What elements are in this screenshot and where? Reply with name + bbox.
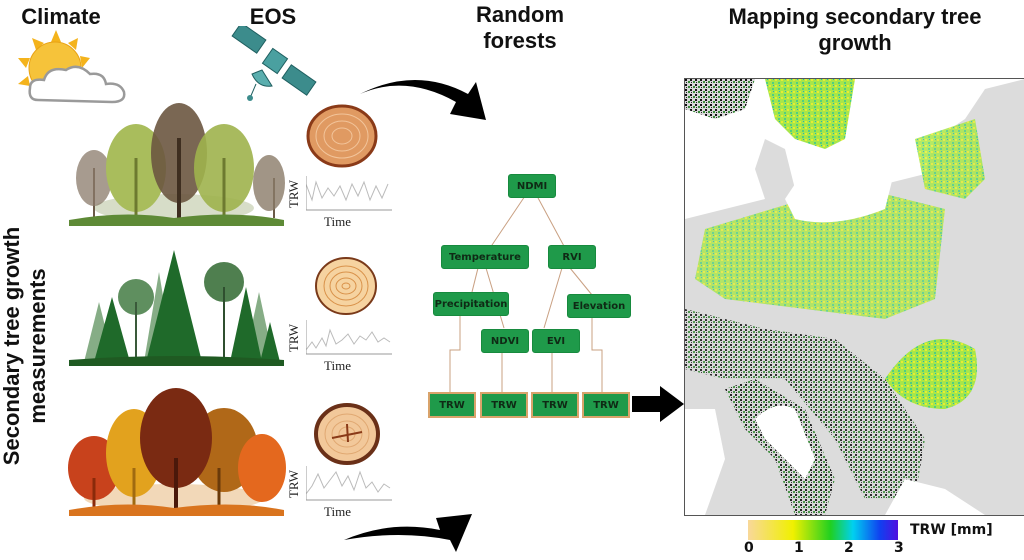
side-title-line2: measurements (25, 268, 50, 424)
curved-arrow-icon (344, 514, 472, 552)
tree-ring-disc (306, 104, 378, 168)
trw-axis-label: TRW (286, 323, 302, 353)
tree-node-precipitation: Precipitation (433, 292, 509, 316)
trw-plot: TRW Time (286, 316, 396, 376)
tree-node-temperature: Temperature (441, 245, 529, 269)
tree-leaf-trw: TRW (531, 392, 579, 418)
mapping-title-line1: Mapping secondary tree (728, 4, 982, 29)
climate-title: Climate (21, 4, 101, 29)
eos-title: EOS (249, 4, 297, 29)
trw-map (684, 78, 1024, 516)
trw-plot: TRW Time (286, 172, 396, 232)
curved-arrow-icon (360, 80, 486, 120)
tree-leaf-trw: TRW (480, 392, 528, 418)
time-axis-label: Time (324, 504, 351, 519)
sun-cloud-icon (18, 30, 126, 104)
decision-tree-edges (449, 195, 603, 392)
tree-ring-disc (315, 257, 377, 315)
tree-leaf-trw: TRW (582, 392, 630, 418)
trw-series-line (306, 466, 392, 501)
tree-node-root: NDMI (508, 174, 556, 198)
mapping-title-line2: growth (818, 30, 892, 55)
legend-tick: 2 (844, 540, 854, 556)
legend-title: TRW [mm] (910, 522, 993, 538)
autumn-stand (68, 388, 286, 516)
legend-color-bar (748, 520, 898, 540)
tree-node-rvi: RVI (548, 245, 596, 269)
trw-plot: TRW Time (286, 462, 396, 522)
random-forests-title-line2: forests (483, 28, 557, 53)
satellite-icon (231, 26, 317, 101)
tree-node-evi: EVI (532, 329, 580, 353)
random-forests-title-line1: Random (476, 2, 564, 27)
map-canvas (685, 79, 1024, 515)
trw-axis-label: TRW (286, 469, 302, 499)
conifer-stand (69, 250, 284, 366)
trw-series-line (306, 176, 392, 211)
tree-node-ndvi: NDVI (481, 329, 529, 353)
mapping-title: Mapping secondary tree growth (690, 4, 1020, 56)
legend-tick: 0 (744, 540, 754, 556)
random-forests-title: Random forests (455, 2, 585, 54)
legend-tick: 1 (794, 540, 804, 556)
trw-series-line (306, 320, 392, 355)
tree-ring-disc (314, 403, 380, 465)
time-axis-label: Time (324, 214, 351, 229)
right-arrow-icon (632, 386, 684, 422)
color-legend: TRW [mm] 0 1 2 3 (744, 520, 1008, 560)
time-axis-label: Time (324, 358, 351, 373)
legend-tick: 3 (894, 540, 904, 556)
trw-axis-label: TRW (286, 179, 302, 209)
deciduous-stand (69, 103, 285, 226)
tree-node-elevation: Elevation (567, 294, 631, 318)
tree-leaf-trw: TRW (428, 392, 476, 418)
side-title: Secondary tree growth measurements (0, 181, 51, 511)
side-title-line1: Secondary tree growth (0, 226, 24, 466)
